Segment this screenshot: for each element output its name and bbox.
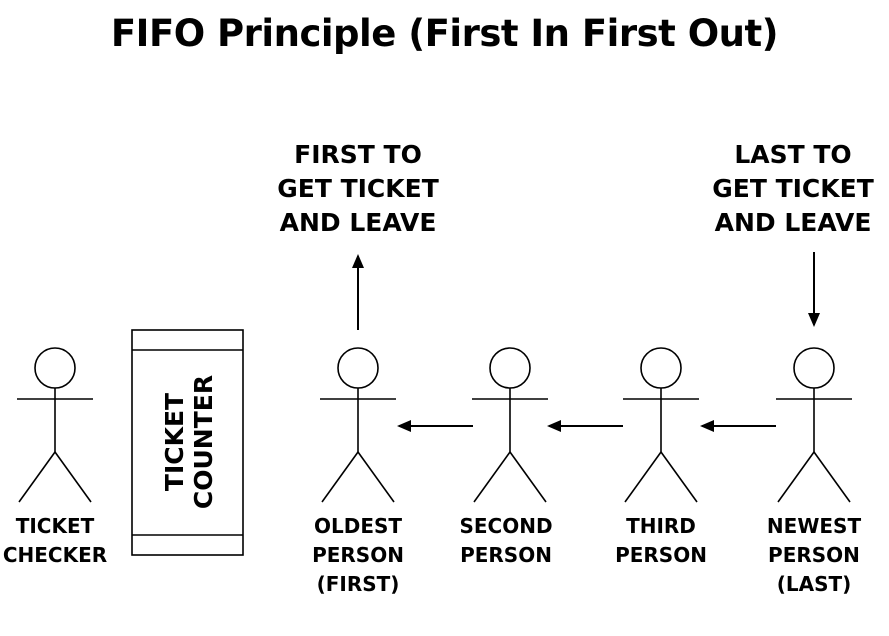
ticket-counter-booth (131, 329, 244, 556)
newest-person-label: NEWEST PERSON (LAST) (766, 514, 862, 596)
first-to-leave-label: FIRST TO GET TICKET AND LEAVE (277, 140, 439, 237)
third-person-label: THIRD PERSON (615, 514, 707, 567)
ticket-checker-figure (17, 347, 93, 503)
third-person-figure (623, 347, 699, 503)
last-to-leave-label: LAST TO GET TICKET AND LEAVE (712, 140, 874, 237)
ticket-checker-label: TICKET CHECKER (2, 514, 108, 567)
oldest-person-label: OLDEST PERSON (FIRST) (312, 514, 404, 596)
second-person-label: SECOND PERSON (459, 514, 553, 567)
oldest-person-figure (320, 347, 396, 503)
second-person-figure (472, 347, 548, 503)
newest-person-figure (776, 347, 852, 503)
ticket-counter-label: TICKET COUNTER (160, 374, 218, 510)
diagram-title: FIFO Principle (First In First Out) (110, 12, 779, 55)
